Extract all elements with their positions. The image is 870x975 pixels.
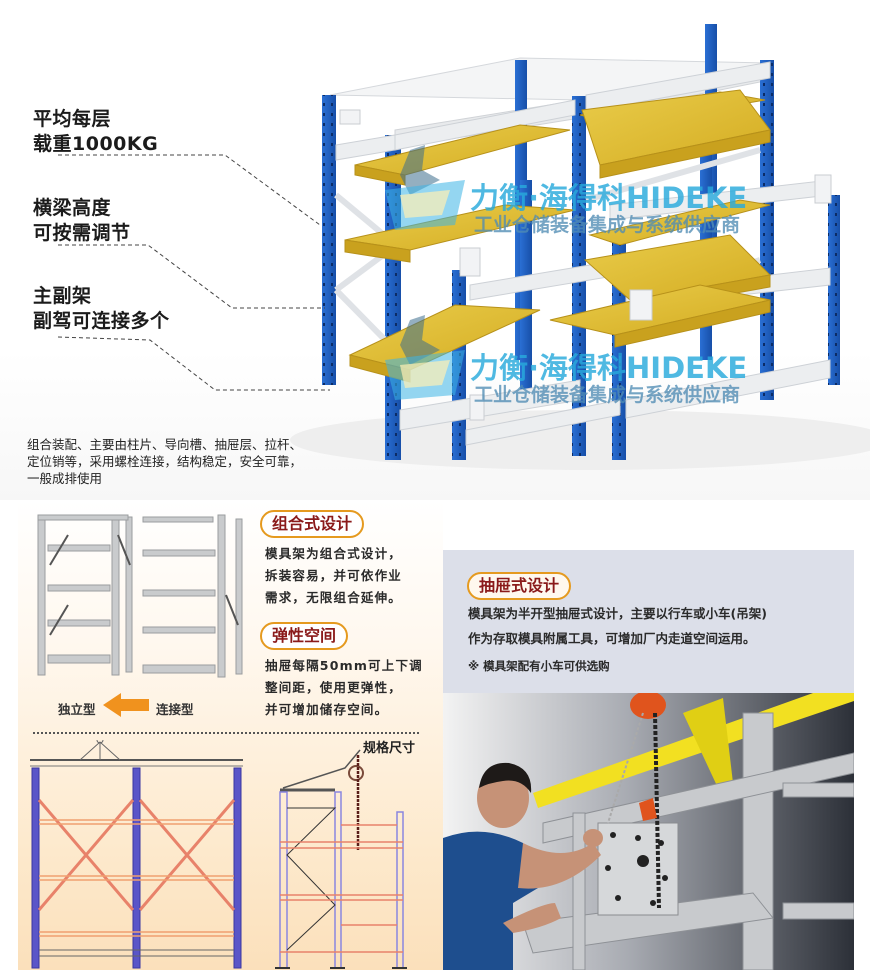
spec-title: 规格尺寸 — [363, 741, 416, 756]
feature-load-capacity: 平均每层 载重1000KG — [33, 107, 158, 157]
label-connected: 连接型 — [156, 702, 194, 717]
feature-detail: 副驾可连接多个 — [33, 310, 170, 332]
feature-beam-height: 横梁高度 可按需调节 — [33, 196, 131, 246]
flexible-description: 抽屉每隔50mm可上下调 整间距，使用更弹性， 并可增加储存空间。 — [265, 658, 423, 717]
feature-title: 主副架 — [33, 285, 92, 307]
feature-title: 平均每层 — [33, 108, 112, 130]
drawer-description: 模具架为半开型抽屉式设计，主要以行车或小车(吊架) 作为存取模具附属工具，可增加… — [468, 606, 767, 646]
drawer-note: ※ 模具架配有小车可供选购 — [468, 659, 610, 673]
feature-title: 横梁高度 — [33, 197, 112, 219]
label-independent: 独立型 — [58, 702, 96, 717]
arrow-left-icon — [103, 693, 149, 717]
worker-hoist-photo — [443, 693, 854, 970]
feature-main-sub-frame: 主副架 副驾可连接多个 — [33, 284, 170, 334]
badge-modular-design: 组合式设计 — [260, 510, 365, 538]
assembly-description: 组合装配、主要由柱片、导向槽、抽屉层、拉杆、 定位销等，采用螺栓连接，结构稳定，… — [27, 437, 303, 486]
badge-flexible-space: 弹性空间 — [260, 622, 349, 650]
feature-detail: 可按需调节 — [33, 222, 131, 244]
hero-section: 力衡·海得科HIDEKE 工业仓储装备集成与系统供应商 力衡·海得科HIDEKE… — [0, 0, 870, 500]
modular-design-panel — [18, 500, 443, 970]
drawer-rack-illustration — [57, 24, 870, 470]
watermark-logo-icon — [385, 145, 465, 230]
watermark-logo-icon — [385, 315, 465, 400]
modular-description: 模具架为组合式设计， 拆装容易，并可依作业 需求，无限组合延伸。 — [265, 546, 403, 605]
worker-photo-illustration — [443, 693, 854, 970]
feature-detail: 载重1000KG — [33, 133, 159, 155]
section-divider — [33, 732, 419, 734]
spec-drawing — [30, 740, 407, 969]
badge-drawer-design: 抽屉式设计 — [467, 572, 572, 600]
rack-types-illustration — [37, 514, 243, 678]
